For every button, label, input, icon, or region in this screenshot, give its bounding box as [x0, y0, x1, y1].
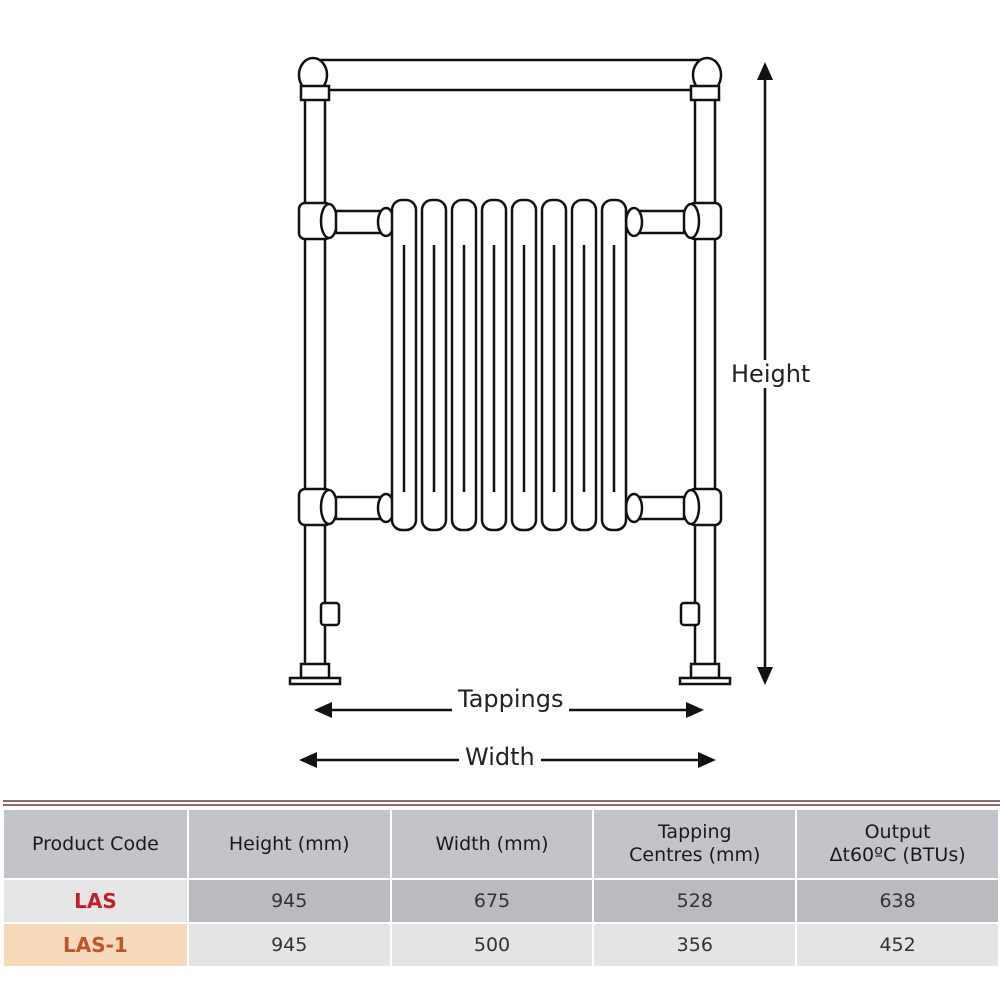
left-post [303, 94, 327, 670]
cell-product-code: LAS [4, 880, 187, 922]
cell-output: 638 [797, 880, 998, 922]
radiator-columns [390, 198, 628, 532]
valve-left [319, 601, 341, 627]
height-label: Height [725, 360, 817, 388]
radiator-diagram [288, 56, 773, 768]
header-product-code: Product Code [4, 810, 187, 878]
table-top-rule [3, 800, 1000, 802]
header-height: Height (mm) [188, 810, 390, 878]
valve-right [679, 601, 701, 627]
table-top-rule-2 [3, 804, 1000, 806]
tappings-label: Tappings [452, 685, 570, 713]
cell-product-code: LAS-1 [4, 924, 187, 966]
cell-width: 500 [391, 924, 593, 966]
right-post [693, 94, 717, 670]
spec-table: Product Code Height (mm) Width (mm) Tapp… [2, 808, 1000, 968]
cell-width: 675 [391, 880, 593, 922]
table-row: LAS 945 675 528 638 [4, 880, 998, 922]
foot-right [678, 676, 732, 686]
cell-height: 945 [188, 924, 390, 966]
cell-tapping: 356 [594, 924, 796, 966]
top-rail [303, 58, 717, 92]
foot-left [288, 676, 342, 686]
header-width: Width (mm) [391, 810, 593, 878]
width-label: Width [459, 743, 541, 771]
table-row: LAS-1 945 500 356 452 [4, 924, 998, 966]
cell-output: 452 [797, 924, 998, 966]
cell-tapping: 528 [594, 880, 796, 922]
cell-height: 945 [188, 880, 390, 922]
table-header-row: Product Code Height (mm) Width (mm) Tapp… [4, 810, 998, 878]
